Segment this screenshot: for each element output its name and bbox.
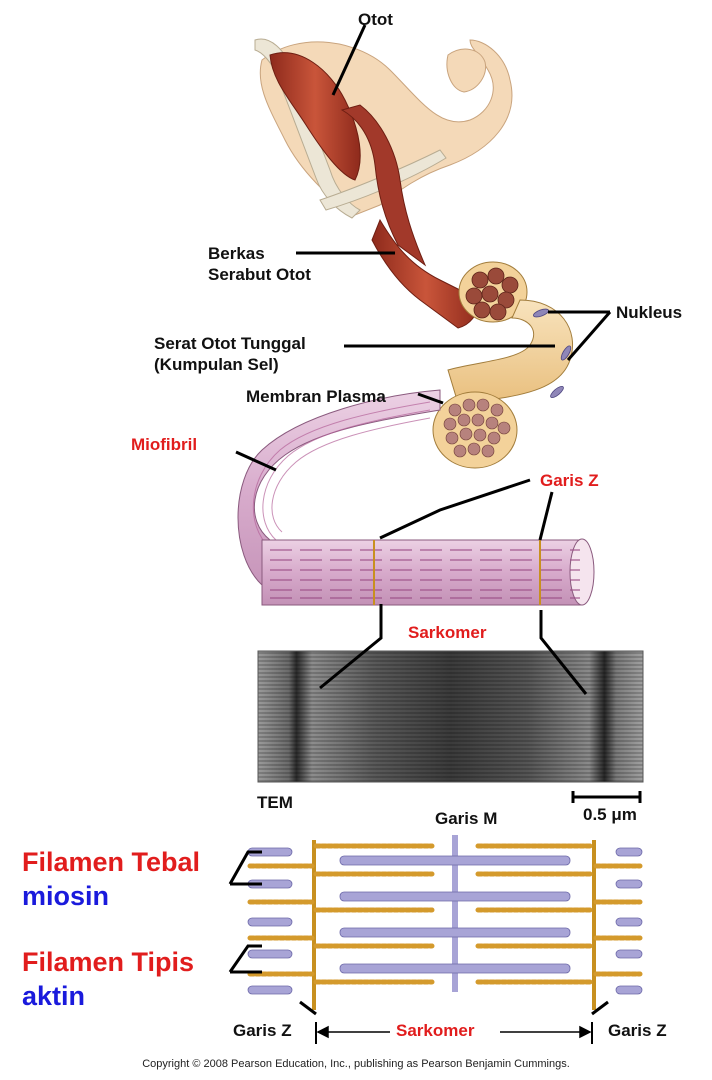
label-aktin: aktin — [22, 981, 86, 1011]
leader-filamen-tebal — [228, 850, 262, 885]
copyright-text: Copyright © 2008 Pearson Education, Inc.… — [142, 1058, 570, 1070]
leader-filamen-tipis — [228, 944, 262, 973]
m-line — [452, 835, 458, 992]
label-garis-m: Garis M — [435, 809, 498, 828]
thin-filaments — [247, 843, 643, 985]
leader-membran — [417, 392, 444, 405]
label-berkas-line1: Berkas — [208, 244, 265, 263]
z-line-left — [312, 840, 316, 1010]
thick-filaments — [247, 847, 643, 995]
label-garis-z-right: Garis Z — [608, 1021, 667, 1040]
label-filamen-tebal: Filamen Tebal — [22, 847, 201, 877]
label-filamen-tipis: Filamen Tipis — [22, 947, 195, 977]
fiber-cross-section — [432, 391, 518, 469]
leader-lines — [228, 24, 612, 1016]
leader-garis-z-bottom-right — [591, 1000, 609, 1016]
label-miofibril: Miofibril — [131, 435, 198, 454]
muscle-fascicle — [371, 218, 481, 329]
scale-bar — [571, 791, 642, 803]
label-nukleus: Nukleus — [616, 303, 683, 322]
sarkomer-span-arrow — [315, 1022, 593, 1044]
leader-miofibril — [235, 450, 277, 472]
leader-garis-z-1 — [379, 478, 531, 540]
myofibril-stripes — [252, 401, 431, 549]
leader-otot — [331, 24, 367, 96]
label-berkas-line2: Serabut Otot — [208, 265, 311, 284]
muscle-tendon — [340, 104, 427, 267]
label-serat-line2: (Kumpulan Sel) — [154, 355, 279, 374]
biceps-muscle — [269, 52, 361, 181]
label-scale: 0.5 μm — [583, 805, 637, 824]
label-sarkomer-top: Sarkomer — [408, 623, 487, 642]
label-membran: Membran Plasma — [246, 387, 386, 406]
leader-sarkomer-left — [319, 604, 383, 690]
label-serat-line1: Serat Otot Tunggal — [154, 334, 306, 353]
nucleus-shapes — [533, 308, 572, 399]
fascicle-cross-section — [458, 261, 528, 323]
sarcomere-schematic — [247, 835, 643, 1010]
label-garis-z-left: Garis Z — [233, 1021, 292, 1040]
myofibril-cylinder — [261, 538, 595, 606]
label-miosin: miosin — [22, 881, 110, 911]
leader-sarkomer-right — [539, 610, 588, 695]
label-otot: Otot — [358, 10, 393, 29]
label-tem: TEM — [257, 793, 293, 812]
tem-micrograph — [257, 650, 644, 783]
leader-garis-z-2 — [538, 491, 554, 541]
label-garis-z-top: Garis Z — [540, 471, 599, 490]
z-line-right — [592, 840, 596, 1010]
leader-nukleus-2 — [566, 311, 612, 361]
label-sarkomer-bottom: Sarkomer — [396, 1021, 475, 1040]
leader-garis-z-bottom-left — [299, 1000, 317, 1016]
